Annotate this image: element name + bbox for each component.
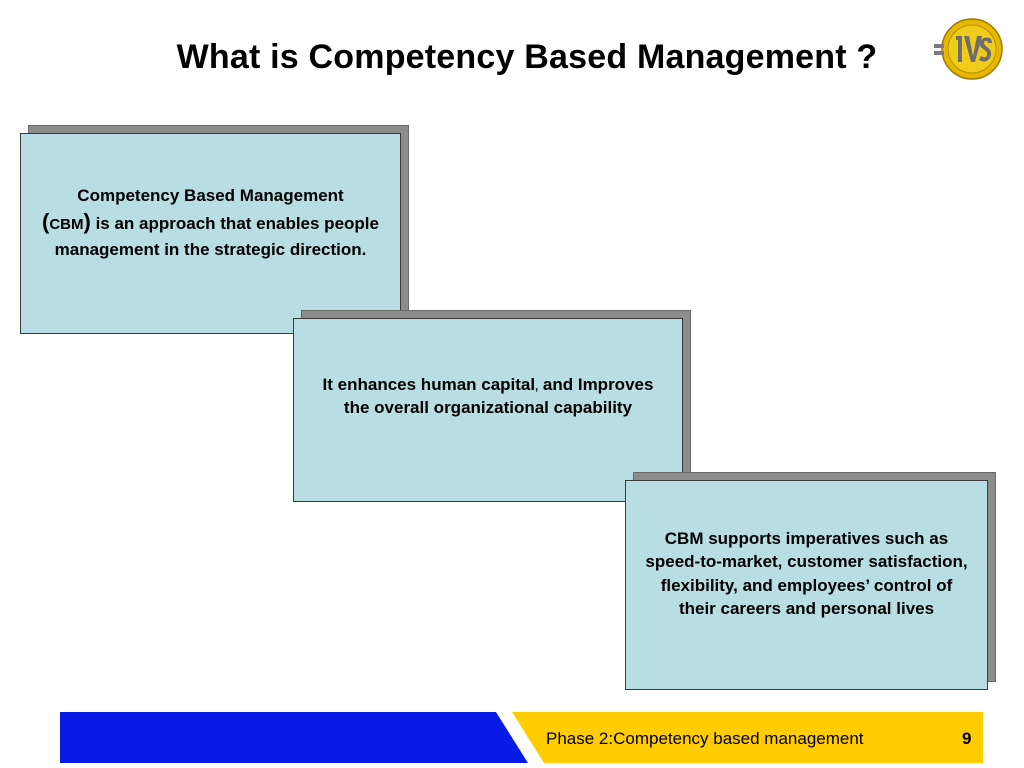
card-body: It enhances human capital, and Improves …	[293, 318, 683, 502]
card-text-line-b: is an approach that enables people manag…	[54, 214, 379, 259]
cbm-imperatives-card: CBM supports imperatives such as speed-t…	[625, 472, 996, 690]
page-number: 9	[962, 729, 972, 748]
card-text: CBM supports imperatives such as speed-t…	[645, 529, 968, 619]
card-abbr: CBM	[49, 216, 84, 234]
card-text: Competency Based Management (CBM) is an …	[35, 184, 386, 261]
cbm-definition-card: Competency Based Management (CBM) is an …	[20, 125, 409, 334]
card-paren-close: )	[83, 209, 91, 235]
footer-yellow-band	[496, 712, 983, 763]
slide-title: What is Competency Based Management ?	[176, 38, 878, 76]
card-body: CBM supports imperatives such as speed-t…	[625, 480, 988, 690]
card-comma: ,	[535, 381, 539, 393]
card-text-part-a: It enhances human capital	[322, 375, 536, 394]
card-text-part-b: and Improves the overall organizational …	[343, 375, 654, 418]
human-capital-card: It enhances human capital, and Improves …	[293, 310, 691, 502]
card-body: Competency Based Management (CBM) is an …	[20, 133, 401, 334]
card-text: It enhances human capital, and Improves …	[308, 373, 668, 420]
card-text-line-a: Competency Based Management	[77, 186, 344, 205]
company-logo-icon	[934, 18, 1003, 80]
card-paren-open: (	[42, 209, 50, 235]
footer-phase-label: Phase 2:Competency based management	[546, 729, 864, 748]
footer-blue-band	[60, 712, 530, 763]
